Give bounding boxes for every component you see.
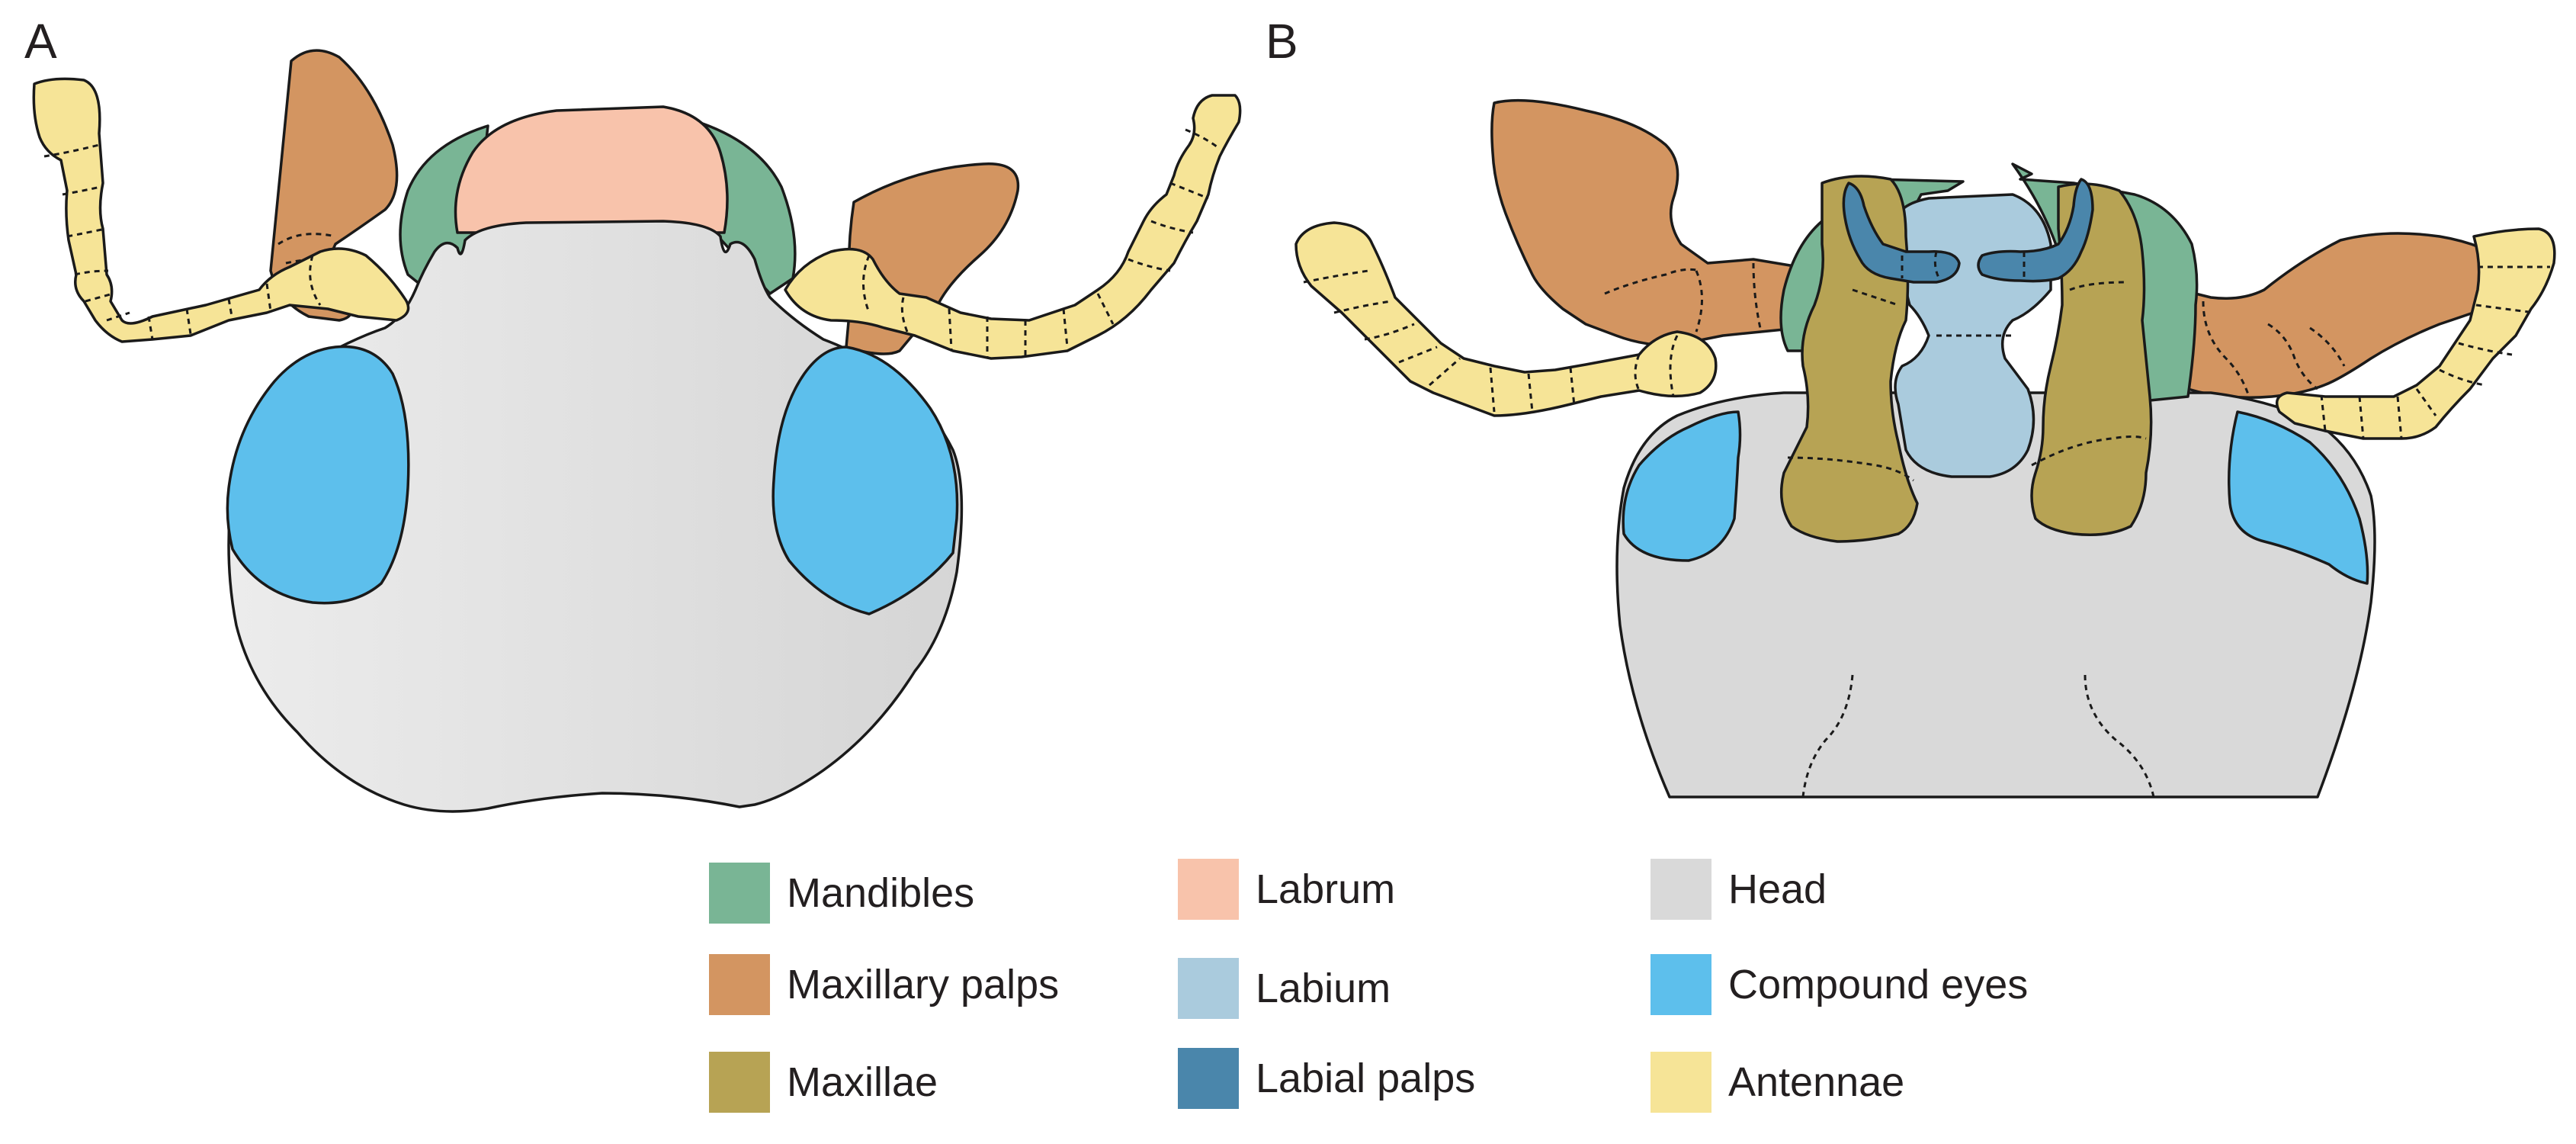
panel-b-labial-palp-left: [1842, 182, 1961, 284]
mandibles-swatch: [709, 863, 770, 924]
legend-item-labrum: Labrum: [1178, 858, 1395, 921]
legend-item-labium: Labium: [1178, 957, 1391, 1020]
panel-label-a: A: [24, 14, 57, 69]
compound-eyes-swatch: [1651, 954, 1711, 1015]
legend-label-antennae: Antennae: [1728, 1059, 1905, 1105]
legend-label-maxillary-palps: Maxillary palps: [787, 962, 1060, 1007]
legend-label-labrum: Labrum: [1256, 866, 1396, 912]
panel-a-antenna-right: [784, 94, 1242, 360]
legend-label-maxillae: Maxillae: [787, 1059, 938, 1105]
panel-a-labrum: [454, 105, 729, 234]
legend-item-maxillary-palps: Maxillary palps: [709, 953, 1059, 1016]
maxillae-swatch: [709, 1052, 770, 1113]
panel-a-drawing: [32, 49, 1242, 813]
panel-b-labium: [1894, 193, 2052, 478]
legend-item-compound-eyes: Compound eyes: [1651, 953, 2028, 1016]
antennae-swatch: [1651, 1052, 1711, 1113]
panel-a-maxillary-palp-left: [269, 49, 399, 322]
panel-b-drawing: [1294, 98, 2556, 799]
maxillary-palps-swatch: [709, 954, 770, 1015]
legend-item-maxillae: Maxillae: [709, 1051, 938, 1113]
panel-b-labial-palp-right: [1977, 178, 2094, 283]
panel-a-compound-eye-right: [772, 345, 959, 615]
legend-label-mandibles: Mandibles: [787, 870, 975, 916]
panel-b-compound-eye-right: [2228, 410, 2369, 585]
panel-b-antenna-right: [2275, 227, 2556, 440]
legend-label-compound-eyes: Compound eyes: [1728, 962, 2029, 1007]
panel-a-head: [227, 220, 964, 813]
legend-label-labium: Labium: [1256, 966, 1391, 1011]
labial-palps-swatch: [1178, 1048, 1239, 1109]
legend-item-head: Head: [1651, 858, 1827, 921]
labrum-swatch: [1178, 859, 1239, 920]
panel-b-antenna-left: [1294, 221, 1718, 417]
panel-a-antenna-left: [32, 77, 410, 343]
legend-label-head: Head: [1728, 866, 1827, 912]
panel-label-b: B: [1266, 14, 1298, 69]
legend-item-labial-palps: Labial palps: [1178, 1047, 1475, 1110]
legend-item-antennae: Antennae: [1651, 1051, 1904, 1113]
panel-b-compound-eye-left: [1622, 410, 1742, 562]
legend-label-labial-palps: Labial palps: [1256, 1056, 1476, 1101]
panel-a-compound-eye-left: [226, 345, 410, 605]
head-swatch: [1651, 859, 1711, 920]
legend-item-mandibles: Mandibles: [709, 862, 974, 924]
labium-swatch: [1178, 958, 1239, 1019]
